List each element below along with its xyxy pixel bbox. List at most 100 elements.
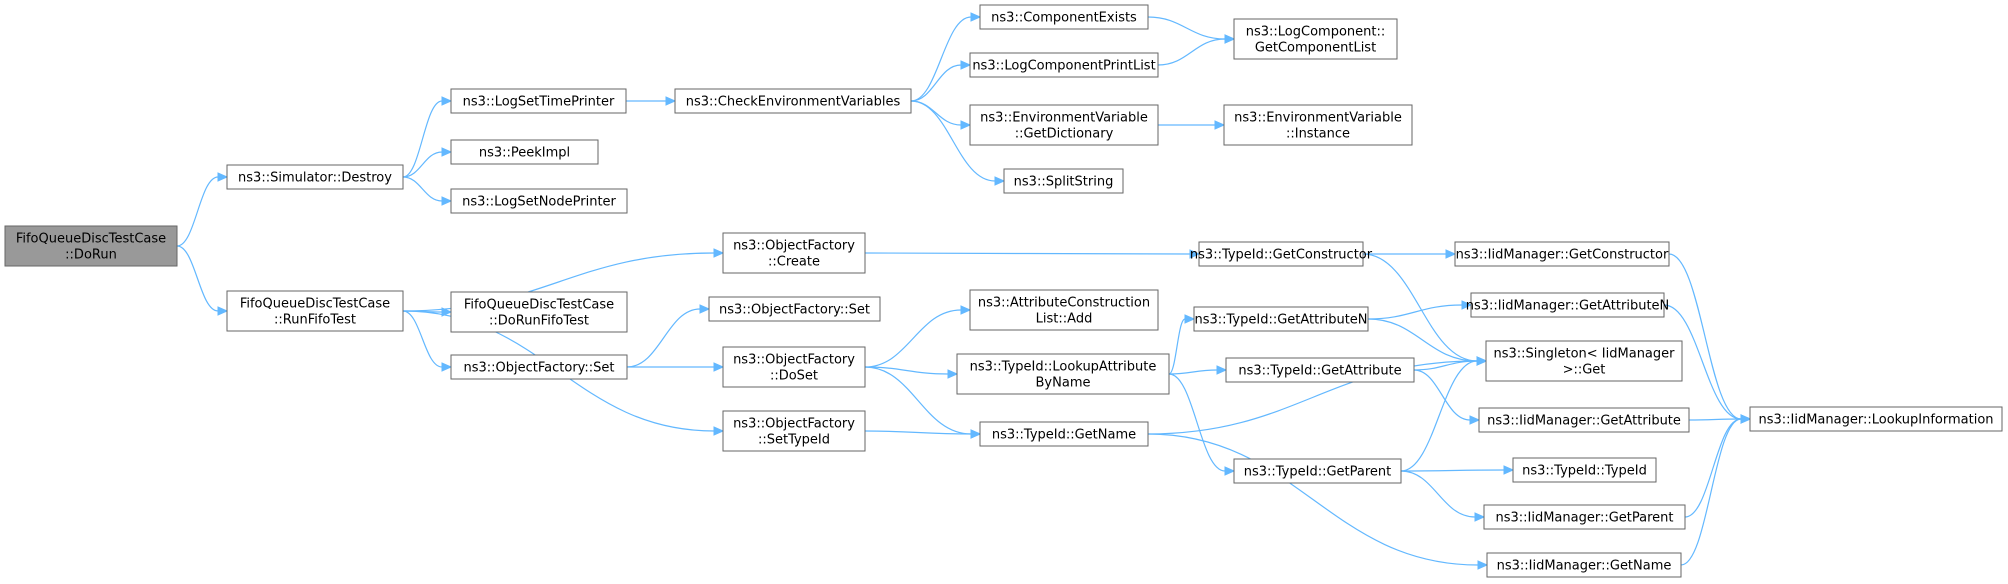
node-root[interactable]: FifoQueueDiscTestCase::DoRun bbox=[4, 225, 178, 267]
node-tgetattr[interactable]: ns3::TypeId::GetAttribute bbox=[1225, 357, 1415, 383]
arrowhead bbox=[441, 147, 453, 157]
node-label: ns3::EnvironmentVariable bbox=[980, 111, 1148, 126]
node-box[interactable] bbox=[1233, 458, 1402, 484]
node-label: List::Add bbox=[1036, 312, 1093, 327]
node-logsettime[interactable]: ns3::LogSetTimePrinter bbox=[450, 88, 627, 114]
node-box[interactable] bbox=[708, 296, 881, 322]
node-logsetnode[interactable]: ns3::LogSetNodePrinter bbox=[450, 188, 628, 214]
node-box[interactable] bbox=[722, 232, 866, 274]
arrowhead bbox=[1224, 466, 1236, 476]
edge-iidgetconstructor-to-iidlookupinfo bbox=[1668, 253, 1752, 424]
arrowhead bbox=[1474, 512, 1486, 522]
node-box[interactable] bbox=[1454, 241, 1670, 267]
node-box[interactable] bbox=[1485, 340, 1683, 382]
arrowhead bbox=[960, 305, 972, 315]
edge-line bbox=[1400, 360, 1478, 472]
node-box[interactable] bbox=[979, 421, 1149, 447]
node-runfifo[interactable]: FifoQueueDiscTestCase::RunFifoTest bbox=[226, 290, 404, 332]
edge-line bbox=[910, 16, 972, 102]
arrowhead bbox=[1503, 465, 1515, 475]
node-label: ns3::IidManager::LookupInformation bbox=[1758, 413, 1993, 428]
node-ttypeid[interactable]: ns3::TypeId::TypeId bbox=[1512, 457, 1657, 483]
node-box[interactable] bbox=[1478, 407, 1690, 433]
node-box[interactable] bbox=[1512, 457, 1657, 483]
node-box[interactable] bbox=[1225, 357, 1415, 383]
node-box[interactable] bbox=[722, 410, 866, 452]
edge-destroy-to-logsetnode bbox=[402, 176, 453, 206]
node-box[interactable] bbox=[4, 225, 178, 267]
node-label: ::SetTypeId bbox=[758, 433, 830, 448]
node-box[interactable] bbox=[1193, 306, 1369, 332]
node-destroy[interactable]: ns3::Simulator::Destroy bbox=[226, 164, 404, 190]
edge-line bbox=[910, 64, 962, 102]
node-label: ns3::AttributeConstruction bbox=[978, 296, 1150, 311]
node-checkenv[interactable]: ns3::CheckEnvironmentVariables bbox=[674, 88, 912, 114]
node-iidlookupinfo[interactable]: ns3::IidManager::LookupInformation bbox=[1749, 406, 2003, 432]
node-singletonget[interactable]: ns3::Singleton< IidManager>::Get bbox=[1485, 340, 1683, 382]
node-getcomplist[interactable]: ns3::LogComponent::GetComponentList bbox=[1233, 18, 1398, 60]
edge-tgetparent-to-singletonget bbox=[1400, 356, 1488, 472]
node-box[interactable] bbox=[1470, 292, 1665, 318]
node-logcompprint[interactable]: ns3::LogComponentPrintList bbox=[969, 52, 1159, 78]
node-box[interactable] bbox=[722, 346, 866, 388]
arrowhead bbox=[1216, 365, 1228, 375]
node-box[interactable] bbox=[450, 139, 599, 165]
node-box[interactable] bbox=[969, 289, 1159, 331]
node-box[interactable] bbox=[1486, 552, 1682, 578]
edge-line bbox=[1367, 304, 1463, 320]
node-ofsettypeid[interactable]: ns3::ObjectFactory::SetTypeId bbox=[722, 410, 866, 452]
node-tgetname[interactable]: ns3::TypeId::GetName bbox=[979, 421, 1149, 447]
edge-tgetname-to-iidgetname bbox=[1147, 433, 1489, 570]
node-box[interactable] bbox=[969, 52, 1159, 78]
node-box[interactable] bbox=[1749, 406, 2003, 432]
nodes-layer: FifoQueueDiscTestCase::DoRun ns3::Simulat… bbox=[4, 4, 2003, 578]
node-box[interactable] bbox=[450, 88, 627, 114]
node-box[interactable] bbox=[674, 88, 912, 114]
node-box[interactable] bbox=[226, 290, 404, 332]
node-box[interactable] bbox=[450, 188, 628, 214]
edge-line bbox=[1688, 418, 1742, 421]
node-iidgetattr[interactable]: ns3::IidManager::GetAttribute bbox=[1478, 407, 1690, 433]
node-tgetconstructor[interactable]: ns3::TypeId::GetConstructor bbox=[1190, 241, 1373, 267]
edge-tgetattr-to-iidgetattr bbox=[1413, 369, 1481, 425]
node-iidgetconstructor[interactable]: ns3::IidManager::GetConstructor bbox=[1454, 241, 1670, 267]
node-compexists[interactable]: ns3::ComponentExists bbox=[979, 4, 1149, 30]
node-box[interactable] bbox=[969, 104, 1159, 146]
node-iidgetname[interactable]: ns3::IidManager::GetName bbox=[1486, 552, 1682, 578]
arrowhead bbox=[994, 176, 1006, 186]
node-ofcreate[interactable]: ns3::ObjectFactory::Create bbox=[722, 232, 866, 274]
node-box[interactable] bbox=[450, 291, 628, 333]
node-label: ns3::IidManager::GetAttributeN bbox=[1466, 299, 1670, 314]
node-box[interactable] bbox=[979, 4, 1149, 30]
node-peekimpl[interactable]: ns3::PeekImpl bbox=[450, 139, 599, 165]
node-box[interactable] bbox=[226, 164, 404, 190]
node-envdict[interactable]: ns3::EnvironmentVariable::GetDictionary bbox=[969, 104, 1159, 146]
node-tgetparent[interactable]: ns3::TypeId::GetParent bbox=[1233, 458, 1402, 484]
node-box[interactable] bbox=[1003, 168, 1124, 194]
node-label: ns3::LogSetTimePrinter bbox=[463, 95, 615, 110]
edge-line bbox=[1680, 418, 1742, 566]
edge-line bbox=[1684, 418, 1742, 518]
edge-ofdoset-to-attrconstradd bbox=[864, 305, 972, 368]
edge-root-to-destroy bbox=[176, 172, 229, 247]
node-tgetattrn[interactable]: ns3::TypeId::GetAttributeN bbox=[1193, 306, 1369, 332]
node-box[interactable] bbox=[1223, 104, 1413, 146]
node-iidgetattrn[interactable]: ns3::IidManager::GetAttributeN bbox=[1466, 292, 1670, 318]
node-box[interactable] bbox=[1483, 504, 1686, 530]
node-splitstring[interactable]: ns3::SplitString bbox=[1003, 168, 1124, 194]
node-ofdoset[interactable]: ns3::ObjectFactory::DoSet bbox=[722, 346, 866, 388]
node-label: ns3::LogComponent:: bbox=[1246, 25, 1386, 40]
node-envinstance[interactable]: ns3::EnvironmentVariable::Instance bbox=[1223, 104, 1413, 146]
node-iidgetparent[interactable]: ns3::IidManager::GetParent bbox=[1483, 504, 1686, 530]
node-ofset1[interactable]: ns3::ObjectFactory::Set bbox=[450, 354, 628, 380]
node-box[interactable] bbox=[1198, 241, 1364, 267]
node-dorunfifo[interactable]: FifoQueueDiscTestCase::DoRunFifoTest bbox=[450, 291, 628, 333]
node-box[interactable] bbox=[956, 353, 1170, 395]
node-box[interactable] bbox=[1233, 18, 1398, 60]
node-box[interactable] bbox=[450, 354, 628, 380]
node-ofset2[interactable]: ns3::ObjectFactory::Set bbox=[708, 296, 881, 322]
node-label: ::DoSet bbox=[770, 369, 818, 384]
node-label: ns3::EnvironmentVariable bbox=[1234, 111, 1402, 126]
